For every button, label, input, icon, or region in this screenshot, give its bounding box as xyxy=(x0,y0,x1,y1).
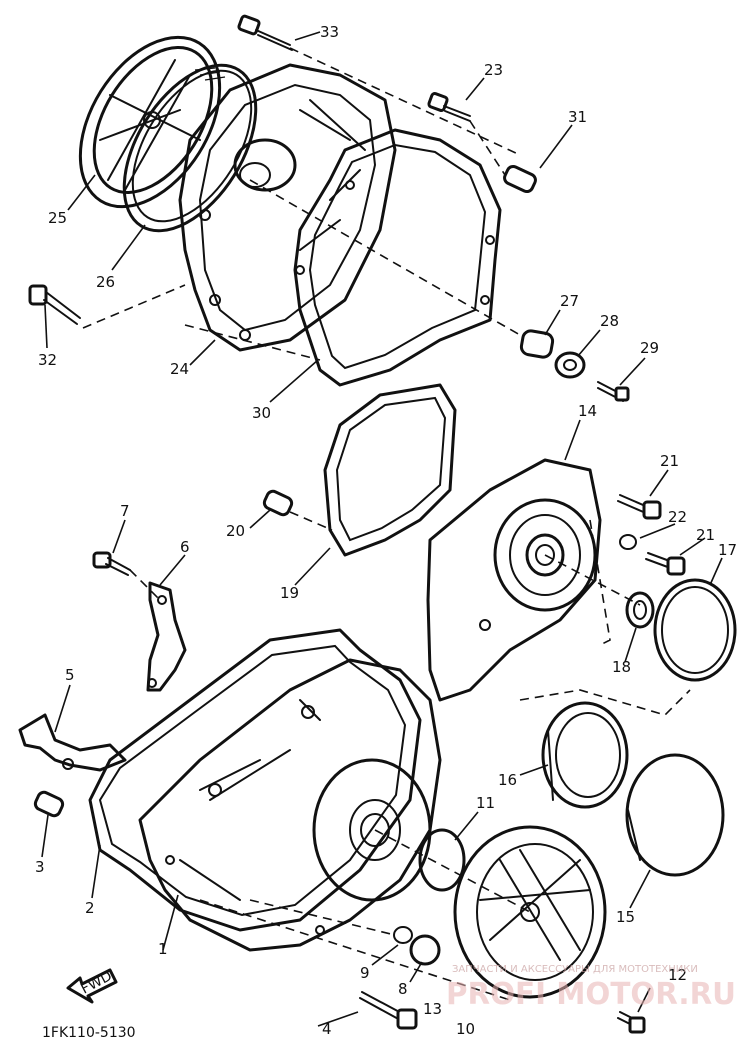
part-31-dowel xyxy=(503,164,537,194)
callout-12: 12 xyxy=(668,966,687,984)
part-18-oil-seal xyxy=(625,591,655,629)
callout-33: 33 xyxy=(320,23,339,41)
part-24-flywheel-cover xyxy=(178,63,397,352)
callout-5: 5 xyxy=(65,666,75,684)
part-20-dowel xyxy=(262,489,294,517)
part-3-dowel xyxy=(33,790,65,818)
diagram-code: 1FK110-5130 xyxy=(42,1025,136,1041)
callout-26: 26 xyxy=(96,273,115,291)
fwd-arrow: FWD xyxy=(66,968,118,1004)
callout-19: 19 xyxy=(280,584,299,602)
callout-28: 28 xyxy=(600,312,619,330)
callout-18: 18 xyxy=(612,658,631,676)
watermark-logo: PROFI MOTOR.RU xyxy=(446,977,736,1012)
callout-29: 29 xyxy=(640,339,659,357)
part-28-washer xyxy=(554,351,586,379)
callout-14: 14 xyxy=(578,402,597,420)
callout-6: 6 xyxy=(180,538,190,556)
part-11-o-ring xyxy=(418,828,466,892)
part-8-plug xyxy=(409,934,441,966)
callout-24: 24 xyxy=(170,360,189,378)
part-9-o-ring xyxy=(393,926,413,944)
callout-17: 17 xyxy=(718,541,737,559)
part-7-bolt xyxy=(92,551,131,576)
part-6-bracket xyxy=(146,581,187,692)
callout-22: 22 xyxy=(668,508,687,526)
callout-7: 7 xyxy=(120,502,130,520)
callout-25: 25 xyxy=(48,209,67,227)
callout-8: 8 xyxy=(398,980,408,998)
callout-4: 4 xyxy=(322,1020,332,1038)
part-17-snap-ring xyxy=(653,578,737,682)
watermark-tagline: ЗАПЧАСТИ И АКСЕССУАРЫ ДЛЯ МОТОТЕХНИКИ xyxy=(452,964,698,975)
callout-15: 15 xyxy=(616,908,635,926)
callout-31: 31 xyxy=(568,108,587,126)
part-25-cover-disc xyxy=(78,35,222,209)
part-29-screw xyxy=(597,381,630,402)
part-16-gasket-ring xyxy=(541,701,629,809)
callout-23: 23 xyxy=(484,61,503,79)
part-30-cover-gasket xyxy=(293,128,502,387)
callout-3: 3 xyxy=(35,858,45,876)
callout-16: 16 xyxy=(498,771,517,789)
callout-21-lower: 21 xyxy=(696,526,715,544)
part-23-bolt xyxy=(427,92,471,122)
callout-10: 10 xyxy=(456,1020,475,1038)
part-27-collar xyxy=(519,329,555,359)
callout-13: 13 xyxy=(423,1000,442,1018)
leader-lines xyxy=(41,31,723,1027)
part-21-bolt-lower xyxy=(645,552,686,576)
part-12-screw xyxy=(617,1011,646,1034)
part-14-middle-cover xyxy=(426,458,602,702)
part-32-bolt xyxy=(28,284,81,325)
callout-20: 20 xyxy=(226,522,245,540)
callout-32: 32 xyxy=(38,351,57,369)
part-26-ring-gasket xyxy=(122,63,258,233)
callout-27: 27 xyxy=(560,292,579,310)
part-5-bracket xyxy=(18,713,127,772)
part-21-bolt-upper xyxy=(617,494,662,520)
part-22-o-ring xyxy=(619,534,637,550)
part-15-end-cap xyxy=(625,753,725,877)
part-4-bolt xyxy=(359,991,418,1030)
callout-2: 2 xyxy=(85,899,95,917)
callout-11: 11 xyxy=(476,794,495,812)
callout-30: 30 xyxy=(252,404,271,422)
part-2-crankcase-gasket xyxy=(88,628,422,932)
part-33-bolt xyxy=(237,14,293,51)
callout-21-upper: 21 xyxy=(660,452,679,470)
part-10-outer-cover xyxy=(453,825,607,999)
part-19-gasket xyxy=(323,383,457,557)
part-1-crankcase-cover xyxy=(138,658,442,952)
callout-9: 9 xyxy=(360,964,370,982)
callout-1: 1 xyxy=(158,940,168,958)
